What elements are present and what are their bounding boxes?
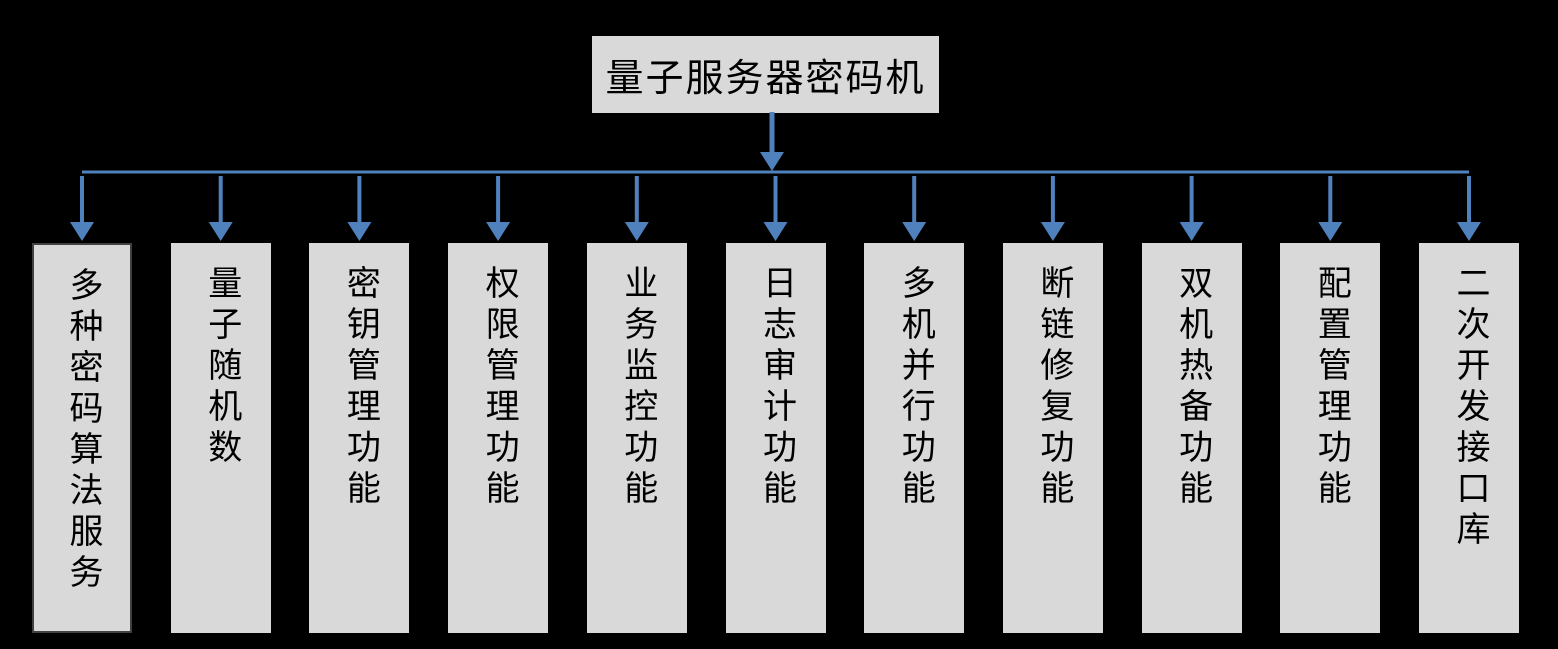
child-node-box: 量子随机数 [170,243,271,633]
child-node-box: 业务监控功能 [586,243,687,633]
child-node-label: 双机热备功能 [1173,265,1211,511]
root-node-box: 量子服务器密码机 [592,36,939,113]
root-node-label: 量子服务器密码机 [605,58,926,100]
child-node-label: 日志审计功能 [757,265,795,511]
child-node-box: 配置管理功能 [1280,243,1381,633]
child-node-label: 量子随机数 [202,265,240,470]
child-node-box: 日志审计功能 [725,243,826,633]
child-node-box: 密钥管理功能 [309,243,410,633]
child-node-label: 配置管理功能 [1312,265,1350,511]
child-node-box: 断链修复功能 [1002,243,1103,633]
child-node-box: 二次开发接口库 [1419,243,1519,633]
child-node-label: 业务监控功能 [618,265,656,511]
child-node-label: 二次开发接口库 [1451,265,1488,552]
child-node-label: 多机并行功能 [896,265,934,511]
child-node-box: 多种密码算法服务 [32,243,132,633]
child-node-label: 断链修复功能 [1034,265,1072,511]
child-node-label: 密钥管理功能 [341,265,379,511]
child-node-box: 多机并行功能 [864,243,965,633]
child-node-label: 权限管理功能 [480,265,518,511]
child-node-box: 双机热备功能 [1141,243,1242,633]
child-node-box: 权限管理功能 [448,243,549,633]
child-node-label: 多种密码算法服务 [64,267,101,595]
